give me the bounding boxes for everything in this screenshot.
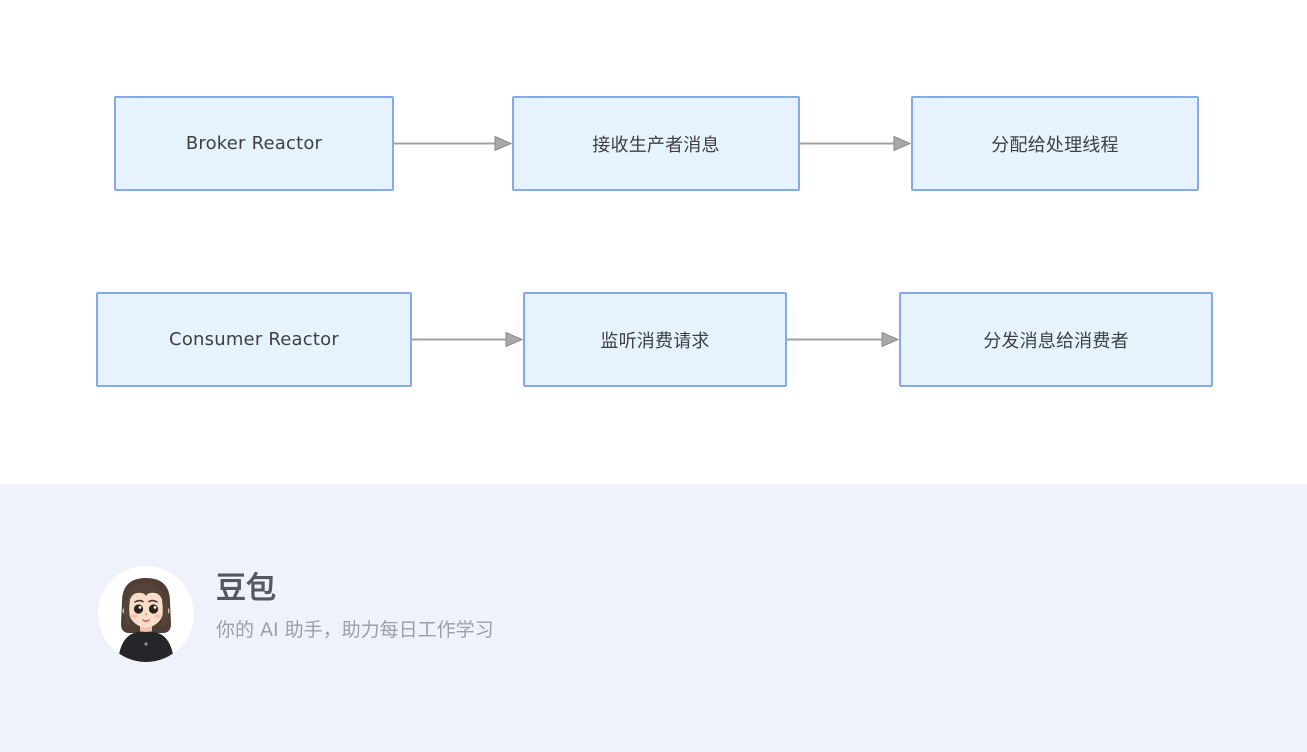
arrow-listen-to-dispatch xyxy=(787,331,900,348)
flow-node-receive-producer-messages: 接收生产者消息 xyxy=(512,96,800,191)
doubao-avatar-illustration xyxy=(98,566,194,662)
flow-node-label: Broker Reactor xyxy=(185,133,323,154)
doubao-footer-banner: 豆包 你的 AI 助手，助力每日工作学习 xyxy=(0,484,1307,752)
flow-node-label: 接收生产者消息 xyxy=(592,134,720,156)
flow-node-listen-consume-requests: 监听消费请求 xyxy=(523,292,787,387)
arrow-consumer-to-listen xyxy=(412,331,524,348)
footer-text-block: 豆包 你的 AI 助手，助力每日工作学习 xyxy=(216,566,494,641)
flow-node-label: 分发消息给消费者 xyxy=(983,330,1129,352)
flow-node-label: 分配给处理线程 xyxy=(991,134,1119,156)
flow-node-label: Consumer Reactor xyxy=(169,329,339,350)
brand-name: 豆包 xyxy=(216,571,276,606)
flow-node-assign-to-worker-threads: 分配给处理线程 xyxy=(911,96,1199,191)
footer-content: 豆包 你的 AI 助手，助力每日工作学习 xyxy=(98,566,494,662)
flow-node-broker-reactor: Broker Reactor xyxy=(114,96,394,191)
brand-tagline: 你的 AI 助手，助力每日工作学习 xyxy=(216,618,494,641)
doubao-avatar xyxy=(98,566,194,662)
arrow-receive-to-assign xyxy=(800,135,912,152)
flow-node-label: 监听消费请求 xyxy=(600,330,710,352)
flow-node-dispatch-messages-to-consumers: 分发消息给消费者 xyxy=(899,292,1213,387)
flow-node-consumer-reactor: Consumer Reactor xyxy=(96,292,412,387)
arrow-broker-to-receive xyxy=(394,135,513,152)
